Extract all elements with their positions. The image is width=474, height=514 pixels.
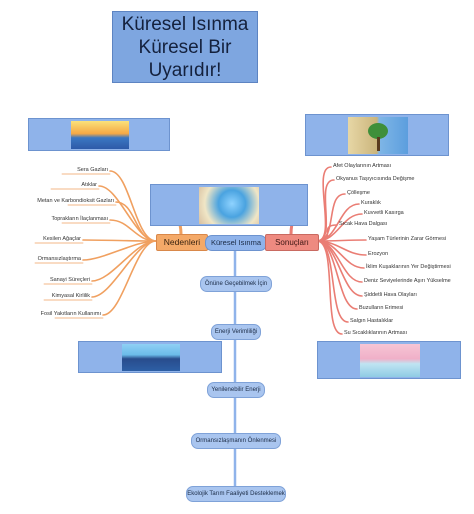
image-panel-solar [78, 341, 222, 373]
dry-green-tree-image [348, 117, 408, 154]
solar-panels-image [122, 344, 180, 371]
image-panel-ice [317, 341, 461, 379]
cause-item: Atıklar [81, 182, 97, 188]
cause-item: Kimyasal Kirlilik [51, 293, 90, 299]
effect-item: Okyanus Taşıyıcısında Değişme [336, 176, 415, 182]
effect-item: İklim Kuşaklarının Yer Değiştirmesi [366, 264, 451, 270]
cause-item: Kesilen Ağaçlar [43, 236, 81, 242]
effect-item: Sıcak Hava Dalgası [339, 221, 388, 227]
effect-item: Su Sıcaklıklarının Artması [344, 330, 407, 336]
solution-step: Ormansızlaşmanın Önlenmesi [191, 433, 281, 449]
central-topic-node: Küresel Isınma [205, 235, 267, 251]
effect-item: Yaşam Türlerinin Zarar Görmesi [368, 236, 447, 242]
solution-step: Yenilenebilir Enerji [207, 382, 265, 398]
effect-item: Kuvvetli Kasırga [364, 210, 404, 216]
effect-item: Deniz Seviyelerinde Aşırı Yükselme [364, 278, 451, 284]
sunrise-earth-image [71, 121, 129, 149]
connector-curve [316, 240, 363, 297]
cause-item: Sera Gazları [77, 167, 108, 173]
solution-step: Enerji Verimliliği [211, 324, 261, 340]
hands-earth-image [199, 187, 259, 224]
connector-curve [82, 239, 157, 242]
effect-item: Afet Olaylarının Artması [333, 163, 392, 169]
cause-item: Fosil Yakıtların Kullanımı [40, 311, 101, 317]
solution-step: Ekolojik Tarım Faaliyeti Desteklemek [186, 486, 286, 502]
image-panel-hands-earth [150, 184, 308, 226]
cause-item: Metan ve Karbondioksit Gazları [37, 198, 114, 204]
effect-item: Çölleşme [347, 190, 370, 196]
effect-item: Erozyon [368, 251, 389, 257]
main-title: Küresel Isınma Küresel Bir Uyarıdır! [112, 11, 258, 83]
effect-item: Buzulların Erimesi [359, 305, 404, 311]
solution-step: Önüne Geçebilmek İçin [200, 276, 272, 292]
causes-node: Nedenleri [156, 234, 208, 251]
melting-ice-image [360, 344, 420, 377]
cause-item: Sanayi Süreçleri [49, 277, 90, 283]
effect-item: Şiddetli Hava Olayları [364, 292, 417, 298]
cause-item: Ormansızlaştırma [37, 256, 81, 262]
effect-item: Kuraklık [361, 200, 381, 206]
image-panel-tree [305, 114, 449, 156]
connector-curve [102, 240, 157, 316]
cause-item: Toprakların İlaçlanması [51, 216, 108, 222]
image-panel-sunrise [28, 118, 170, 151]
effect-item: Salgın Hastalıklar [350, 318, 394, 324]
connector-curve [316, 240, 343, 335]
effects-node: Sonuçları [265, 234, 319, 251]
